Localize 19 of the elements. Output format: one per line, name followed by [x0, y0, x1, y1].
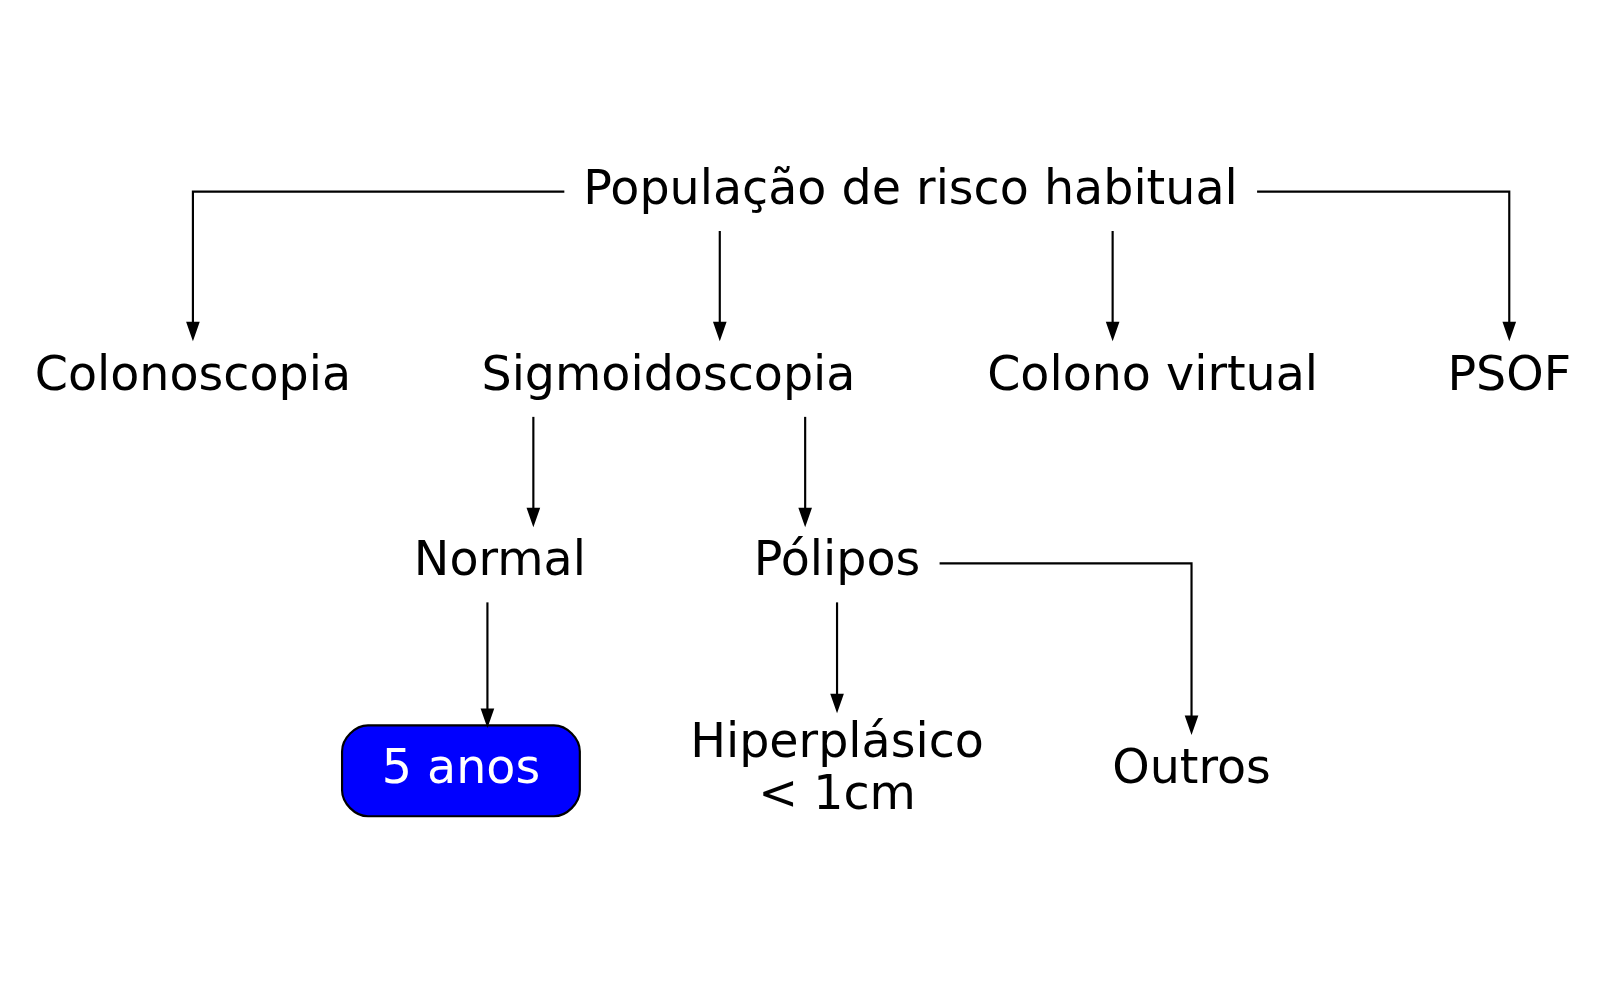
- node-box: 5 anos: [341, 723, 581, 817]
- arrow: [939, 561, 1199, 735]
- node-text: Sigmoidoscopia: [481, 345, 856, 401]
- arrow: [712, 230, 727, 341]
- arrow: [480, 601, 495, 728]
- arrow: [830, 601, 844, 713]
- node-text: Hiperplásico < 1cm: [690, 712, 984, 820]
- node-text: PSOF: [1447, 345, 1572, 401]
- arrow: [1105, 230, 1120, 341]
- node-text: Colono virtual: [987, 345, 1319, 401]
- arrow: [526, 416, 541, 527]
- node-text: Colonoscopia: [34, 345, 352, 401]
- arrow: [186, 189, 565, 341]
- arrow: [1257, 189, 1517, 341]
- node-text: Outros: [1112, 738, 1271, 794]
- node-text: Pólipos: [753, 530, 921, 586]
- arrow: [798, 416, 812, 527]
- node-text: População de risco habitual: [583, 159, 1238, 215]
- node-text: Normal: [413, 530, 586, 586]
